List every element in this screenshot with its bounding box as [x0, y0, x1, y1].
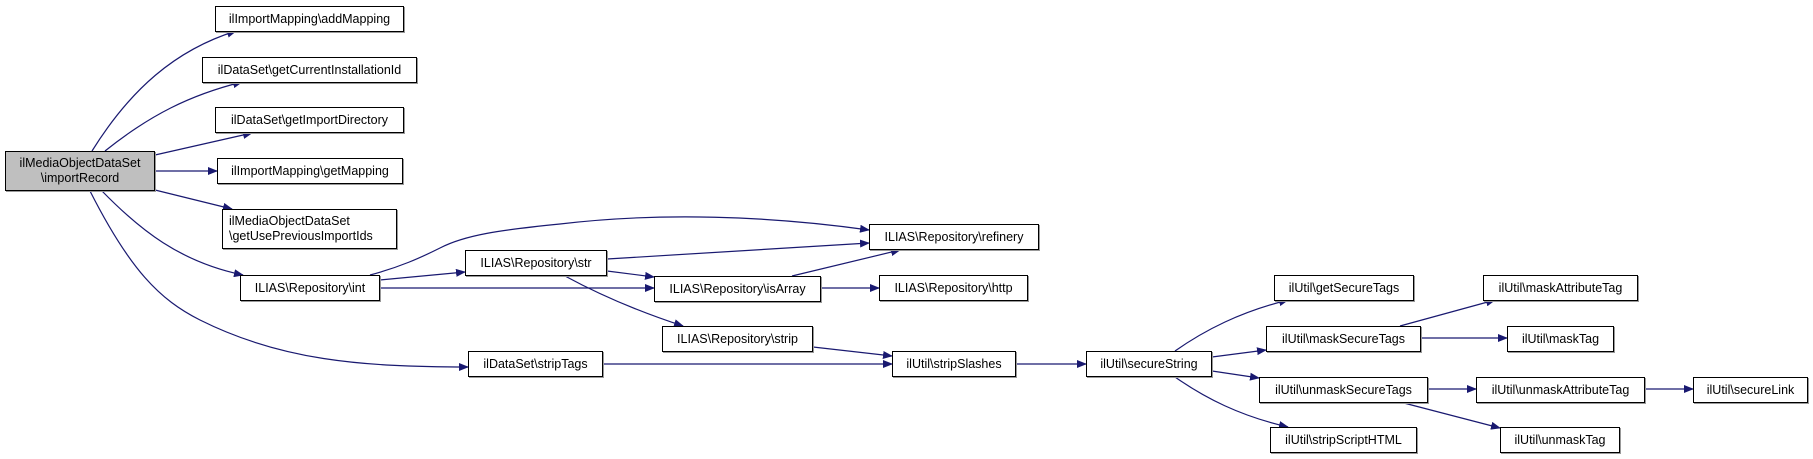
- edge-secureString-to-unmaskSecureTags: [1211, 370, 1260, 381]
- edge-str-to-strip: [564, 275, 684, 328]
- node-secureString[interactable]: ilUtil\secureString: [1086, 351, 1212, 377]
- node-label: ilDataSet\getCurrentInstallationId: [217, 63, 402, 77]
- edge-secureString-to-stripScriptHTML: [1174, 376, 1289, 429]
- edge-root-to-getCurrentInstallationId: [104, 80, 243, 152]
- node-getMapping[interactable]: ilImportMapping\getMapping: [217, 158, 403, 184]
- edge-secureString-to-maskSecureTags: [1211, 347, 1267, 358]
- node-label: ilUtil\secureLink: [1706, 383, 1795, 397]
- node-getImportDirectory[interactable]: ilDataSet\getImportDirectory: [215, 107, 404, 133]
- node-label: ilUtil\secureString: [1100, 357, 1198, 371]
- node-label: ilUtil\maskTag: [1521, 332, 1600, 346]
- node-addMapping[interactable]: ilImportMapping\addMapping: [215, 6, 404, 32]
- edge-unmaskSecureTags-to-unmaskTag: [1399, 401, 1501, 430]
- node-maskSecureTags[interactable]: ilUtil\maskSecureTags: [1266, 326, 1421, 352]
- node-strip[interactable]: ILIAS\Repository\strip: [662, 326, 813, 352]
- node-unmaskSecureTags[interactable]: ilUtil\unmaskSecureTags: [1259, 377, 1428, 403]
- node-int[interactable]: ILIAS\Repository\int: [240, 275, 380, 301]
- node-label: ilUtil\stripScriptHTML: [1285, 433, 1402, 447]
- node-label: ilDataSet\stripTags: [483, 357, 588, 371]
- node-label: ILIAS\Repository\isArray: [669, 282, 806, 296]
- edge-root-to-getImportDirectory: [154, 131, 253, 156]
- node-label: ilUtil\unmaskSecureTags: [1275, 383, 1412, 397]
- node-label: ILIAS\Repository\int: [254, 281, 366, 295]
- node-stripSlashes[interactable]: ilUtil\stripSlashes: [892, 351, 1016, 377]
- node-label: ilUtil\unmaskAttributeTag: [1491, 383, 1630, 397]
- node-maskTag[interactable]: ilUtil\maskTag: [1507, 326, 1614, 352]
- edge-root-to-int: [101, 190, 244, 278]
- node-label: \importRecord: [40, 171, 120, 185]
- node-label: ilUtil\maskSecureTags: [1282, 332, 1405, 346]
- node-unmaskAttributeTag[interactable]: ilUtil\unmaskAttributeTag: [1476, 377, 1645, 403]
- node-label: ILIAS\Repository\refinery: [884, 230, 1024, 244]
- node-unmaskTag[interactable]: ilUtil\unmaskTag: [1500, 427, 1620, 453]
- edge-int-to-str: [379, 268, 466, 281]
- edge-int-to-refinery: [369, 216, 870, 276]
- edge-strip-to-stripSlashes: [812, 346, 893, 359]
- node-label: ilImportMapping\getMapping: [231, 164, 389, 178]
- node-label: ilImportMapping\addMapping: [228, 12, 391, 26]
- node-label: ilDataSet\getImportDirectory: [230, 113, 388, 127]
- node-label: ilMediaObjectDataSet: [19, 156, 141, 170]
- node-label: ILIAS\Repository\str: [480, 256, 592, 270]
- node-str[interactable]: ILIAS\Repository\str: [465, 250, 607, 276]
- edge-str-to-refinery: [606, 239, 870, 260]
- edge-root-to-getUsePreviousImportIds: [154, 189, 233, 211]
- node-label: ilUtil\unmaskTag: [1514, 433, 1606, 447]
- node-label: ilMediaObjectDataSet: [229, 214, 350, 228]
- node-maskAttributeTag[interactable]: ilUtil\maskAttributeTag: [1483, 275, 1638, 301]
- node-label: ilUtil\stripSlashes: [906, 357, 1002, 371]
- edge-isArray-to-refinery: [791, 248, 901, 277]
- node-refinery[interactable]: ILIAS\Repository\refinery: [869, 224, 1039, 250]
- node-label: ILIAS\Repository\http: [894, 281, 1013, 295]
- edge-root-to-addMapping: [91, 29, 237, 152]
- node-getCurrentInstallationId[interactable]: ilDataSet\getCurrentInstallationId: [202, 57, 417, 83]
- node-secureLink[interactable]: ilUtil\secureLink: [1693, 377, 1808, 403]
- edge-str-to-isArray: [606, 270, 655, 280]
- node-label: \getUsePreviousImportIds: [229, 229, 373, 243]
- node-label: ILIAS\Repository\strip: [677, 332, 798, 346]
- edge-secureString-to-getSecureTags: [1174, 298, 1289, 352]
- node-isArray[interactable]: ILIAS\Repository\isArray: [654, 276, 821, 302]
- edge-maskSecureTags-to-maskAttributeTag: [1399, 298, 1496, 327]
- node-stripTags[interactable]: ilDataSet\stripTags: [468, 351, 603, 377]
- node-getSecureTags[interactable]: ilUtil\getSecureTags: [1274, 275, 1414, 301]
- node-getUsePreviousImportIds[interactable]: ilMediaObjectDataSet \getUsePreviousImpo…: [222, 209, 397, 249]
- edge-root-to-stripTags: [89, 190, 469, 371]
- node-root[interactable]: ilMediaObjectDataSet \importRecord: [5, 151, 155, 191]
- node-label: ilUtil\getSecureTags: [1288, 281, 1400, 295]
- node-stripScriptHTML[interactable]: ilUtil\stripScriptHTML: [1270, 427, 1417, 453]
- node-http[interactable]: ILIAS\Repository\http: [879, 275, 1028, 301]
- node-label: ilUtil\maskAttributeTag: [1498, 281, 1623, 295]
